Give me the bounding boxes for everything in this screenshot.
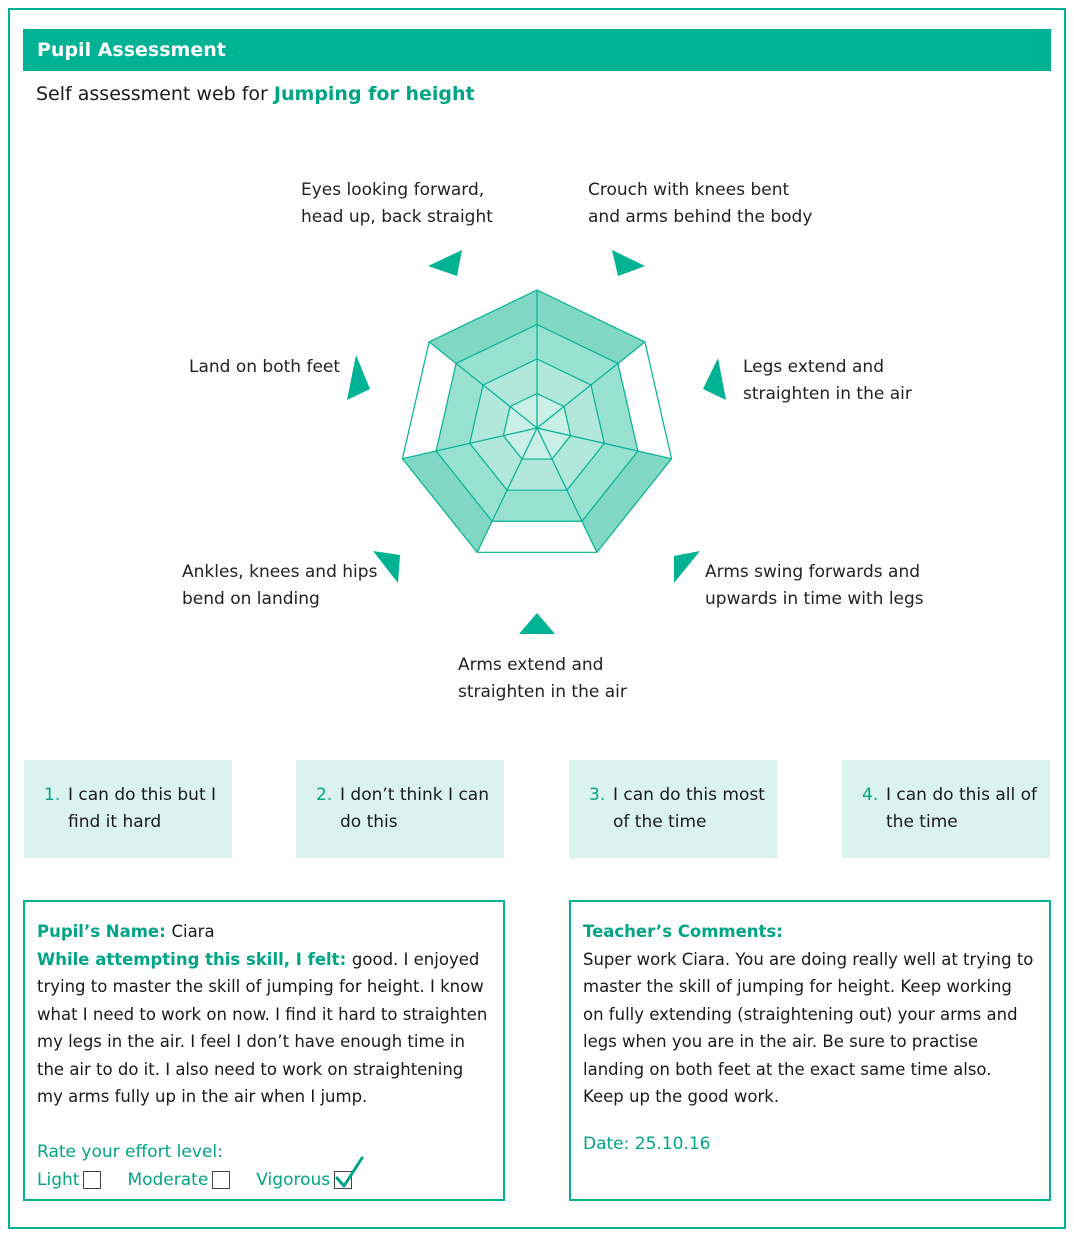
pointer-arrow-eyes-icon [428,250,462,276]
web-cell-eyes_looking_forward-2 [483,359,537,407]
web-cell-eyes_looking_forward-3 [456,324,537,385]
effort-label: Rate your effort level: [37,1142,223,1162]
effort-option-moderate: Moderate [127,1170,209,1190]
teacher-comments-label: Teacher’s Comments: [583,922,783,941]
web-spoke-arms_extend [536,427,598,553]
web-cell-ankles_knees_hips_bend-2 [469,435,523,491]
web-cell-arms_swing-1 [537,428,571,460]
web-cell-arms_extend-1 [522,428,552,460]
web-spoke-arms_swing [536,427,672,460]
web-cell-crouch_with_knees_bent-3 [537,324,618,385]
web-ring-3 [435,323,639,522]
effort-option-light: Light [37,1170,80,1190]
web-spoke-land_on_both_feet [402,427,538,460]
effort-moderate-checkbox[interactable] [212,1171,231,1189]
web-cell-arms_extend-3 [492,490,582,522]
page-frame [8,8,1066,1229]
web-ring-1 [502,392,572,460]
pointer-arrow-ankles-icon [373,551,400,583]
web-cell-ankles_knees_hips_bend-3 [436,443,508,522]
key-item-2: 2.I don’t think I can do this [296,760,504,858]
felt-text: good. I enjoyed trying to master the ski… [37,949,488,1107]
key-item-3: 3.I can do this most of the time [569,760,777,858]
effort-option-vigorous: Vigorous [256,1170,331,1190]
comment-date: Date: 25.10.16 [583,1134,711,1154]
pointer-arrow-arms-extend-icon [519,613,555,634]
pointer-arrow-land-icon [347,355,370,400]
pointer-arrow-crouch-icon [612,250,645,276]
pointer-arrow-legs-icon [703,358,726,400]
web-ring-2 [469,358,605,491]
web-cell-eyes_looking_forward-4 [429,290,537,364]
web-cell-land_on_both_feet-1 [503,406,537,436]
web-cell-arms_extend-2 [507,459,567,491]
self-assessment-web [347,250,726,634]
web-cell-crouch_with_knees_bent-2 [537,359,591,407]
pupil-panel: Pupil’s Name: Ciara While attempting thi… [23,900,505,1201]
pupil-name-label: Pupil’s Name: [37,922,172,941]
web-cell-land_on_both_feet-4 [402,341,457,459]
pupil-name: Ciara [171,922,215,941]
web-cell-arms_extend-4 [477,521,597,553]
web-label-eyes: Eyes looking forward,head up, back strai… [301,180,493,227]
web-spoke-ankles_knees_hips_bend [476,427,538,553]
key-item-4: 4.I can do this all of the time [842,760,1050,858]
web-cell-legs_extend-3 [590,363,638,452]
teacher-panel: Teacher’s Comments: Super work Ciara. Yo… [569,900,1051,1201]
page-title: Pupil Assessment [23,29,1051,71]
effort-light-checkbox[interactable] [83,1171,102,1189]
web-spoke-legs_extend [536,341,646,429]
web-cell-arms_swing-3 [566,443,638,522]
web-cell-crouch_with_knees_bent-1 [537,393,564,428]
effort-vigorous-checkbox[interactable] [334,1156,364,1189]
teacher-comments: Super work Ciara. You are doing really w… [583,949,1034,1107]
web-label-land: Land on both feet [189,357,341,377]
web-cell-arms_swing-2 [551,435,605,491]
skill-name: Jumping for height [273,83,475,105]
web-cell-legs_extend-4 [617,341,672,459]
web-spoke-eyes_looking_forward [428,341,538,429]
web-ring-4 [401,289,673,553]
web-cell-crouch_with_knees_bent-4 [537,290,645,364]
pointer-arrow-arms-swing-icon [674,551,700,583]
web-cell-land_on_both_feet-3 [436,363,484,452]
key-item-1: 1.I can do this but I find it hard [24,760,232,858]
web-cell-ankles_knees_hips_bend-1 [503,428,537,460]
web-cell-arms_swing-4 [581,451,672,553]
checkmark-icon [335,1156,364,1188]
web-cell-ankles_knees_hips_bend-4 [402,451,493,553]
effort-rating: Rate your effort level: Light Moderate V… [37,1138,378,1194]
pupil-text: Pupil’s Name: Ciara While attempting thi… [37,918,491,1111]
web-cell-legs_extend-1 [537,406,571,436]
web-cell-eyes_looking_forward-1 [510,393,537,428]
subtitle-prefix: Self assessment web for [36,83,274,105]
subtitle: Self assessment web for Jumping for heig… [36,80,475,108]
felt-label: While attempting this skill, I felt: [37,949,352,969]
teacher-text: Teacher’s Comments: Super work Ciara. Yo… [583,918,1037,1111]
